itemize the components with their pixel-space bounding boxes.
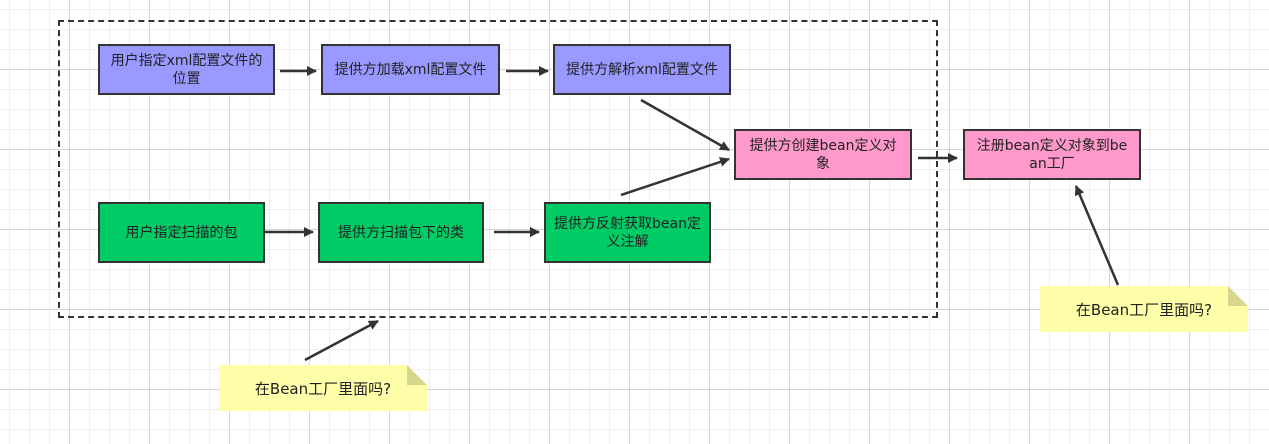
node-user-xml-location[interactable]: 用户指定xml配置文件的位置 xyxy=(98,44,275,95)
node-user-scan-package-label: 用户指定扫描的包 xyxy=(125,224,238,241)
arrow-reflect-to-create xyxy=(620,157,730,197)
node-user-scan-package[interactable]: 用户指定扫描的包 xyxy=(98,202,265,263)
arrow-parse-to-create xyxy=(640,98,730,152)
node-scan-classes-label: 提供方扫描包下的类 xyxy=(338,224,464,241)
arrow-right-note-to-register xyxy=(1074,185,1120,286)
node-load-xml-label: 提供方加载xml配置文件 xyxy=(334,61,487,78)
node-scan-classes[interactable]: 提供方扫描包下的类 xyxy=(318,202,484,263)
note-right[interactable]: 在Bean工厂里面吗? xyxy=(1040,286,1248,332)
arrow-left-note-to-group xyxy=(304,319,379,362)
dashed-group-boundary xyxy=(58,20,938,318)
node-parse-xml-label: 提供方解析xml配置文件 xyxy=(566,61,718,78)
note-left-text: 在Bean工厂里面吗? xyxy=(254,379,392,398)
node-load-xml[interactable]: 提供方加载xml配置文件 xyxy=(321,44,500,95)
node-create-bean-definition-label: 提供方创建bean定义对象 xyxy=(749,137,897,172)
node-register-bean-factory[interactable]: 注册bean定义对象到bean工厂 xyxy=(963,129,1141,180)
note-left[interactable]: 在Bean工厂里面吗? xyxy=(219,365,427,411)
node-parse-xml[interactable]: 提供方解析xml配置文件 xyxy=(553,44,731,95)
node-user-xml-location-label: 用户指定xml配置文件的位置 xyxy=(110,52,263,87)
node-reflect-annotations[interactable]: 提供方反射获取bean定义注解 xyxy=(544,202,711,263)
note-right-text: 在Bean工厂里面吗? xyxy=(1075,300,1213,319)
node-create-bean-definition[interactable]: 提供方创建bean定义对象 xyxy=(734,129,912,180)
node-register-bean-factory-label: 注册bean定义对象到bean工厂 xyxy=(976,137,1128,172)
node-reflect-annotations-label: 提供方反射获取bean定义注解 xyxy=(554,215,701,250)
